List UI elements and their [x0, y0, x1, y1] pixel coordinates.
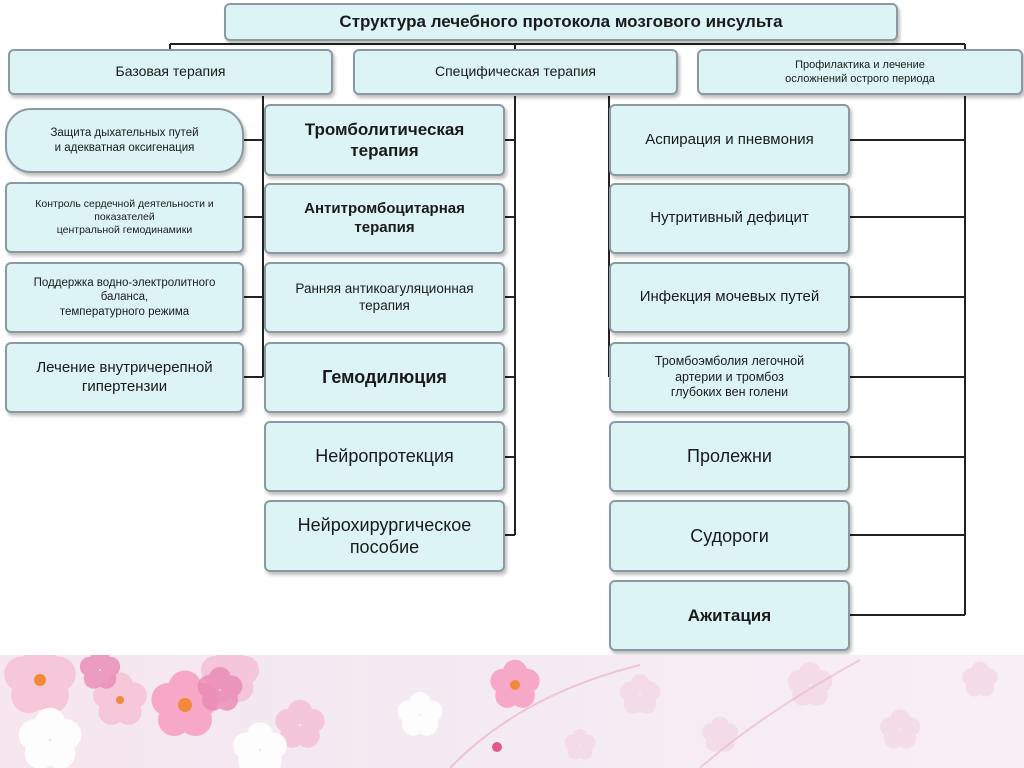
prevention-item-agitation: Ажитация	[609, 580, 850, 651]
specific-item-antiplatelet: Антитромбоцитарная терапия	[264, 183, 505, 254]
prevention-item-nutritional-deficit: Нутритивный дефицит	[609, 183, 850, 254]
flower-pattern-icon	[4, 655, 998, 768]
basic-item-intracranial-hypertension: Лечение внутричерепной гипертензии	[5, 342, 244, 413]
prevention-item-aspiration-pneumonia: Аспирация и пневмония	[609, 104, 850, 176]
basic-item-airway: Защита дыхательных путей и адекватная ок…	[5, 108, 244, 173]
specific-item-thrombolytic: Тромболитическая терапия	[264, 104, 505, 176]
basic-item-cardiac-control: Контроль сердечной деятельности и показа…	[5, 182, 244, 253]
specific-item-neuroprotection: Нейропротекция	[264, 421, 505, 492]
floral-footer-decoration	[0, 655, 1024, 768]
header-basic-therapy: Базовая терапия	[8, 49, 333, 95]
specific-item-hemodilution: Гемодилюция	[264, 342, 505, 413]
header-specific-therapy: Специфическая терапия	[353, 49, 678, 95]
basic-item-water-electrolyte: Поддержка водно-электролитного баланса, …	[5, 262, 244, 333]
specific-item-anticoagulation: Ранняя антикоагуляционная терапия	[264, 262, 505, 333]
header-prevention-complications: Профилактика и лечение осложнений острог…	[697, 49, 1023, 95]
prevention-item-thromboembolism: Тромбоэмболия легочной артерии и тромбоз…	[609, 342, 850, 413]
prevention-item-urinary-infection: Инфекция мочевых путей	[609, 262, 850, 333]
prevention-item-bedsores: Пролежни	[609, 421, 850, 492]
specific-item-neurosurgery: Нейрохирургическое пособие	[264, 500, 505, 572]
prevention-item-seizures: Судороги	[609, 500, 850, 572]
diagram-title: Структура лечебного протокола мозгового …	[224, 3, 898, 41]
